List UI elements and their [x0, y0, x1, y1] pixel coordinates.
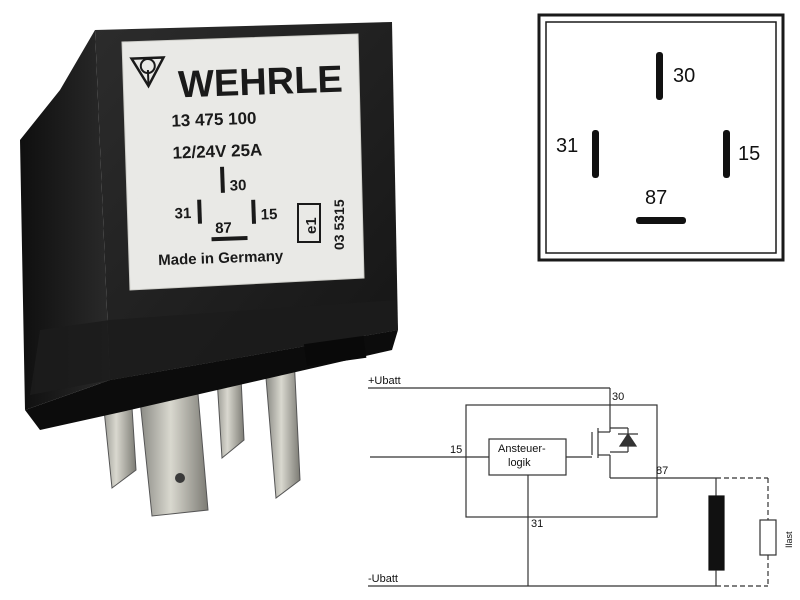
- pinout-pin-15-label: 15: [738, 143, 760, 165]
- terminal-87-label: 87: [656, 465, 668, 477]
- load-current-label: Ilast: [784, 531, 794, 548]
- pin-hole: [175, 473, 185, 483]
- pinout-pin-30-mark: [656, 52, 663, 100]
- pin-front-wide: [139, 393, 209, 517]
- side-text: ?PA6 GF?: [132, 176, 151, 237]
- label-pin-31: 31: [174, 205, 191, 223]
- mosfet-icon: [591, 427, 638, 478]
- terminal-15-label: 15: [450, 444, 462, 456]
- pinout-pin-31-label: 31: [556, 135, 578, 157]
- minus-ubatt-label: -Ubatt: [368, 573, 398, 585]
- pinout-pin-30-label: 30: [673, 65, 695, 87]
- pinout-pin-87-mark: [636, 217, 686, 224]
- pinout-pin-87-label: 87: [645, 187, 667, 209]
- schematic-labels: +Ubatt -Ubatt 30 15 87 31 Ansteuer- logi…: [368, 375, 794, 585]
- rating: 12/24V 25A: [172, 140, 262, 162]
- relay-base-ledge: [30, 300, 398, 395]
- part-number: 13 475 100: [171, 109, 257, 131]
- terminal-31-label: 31: [531, 518, 543, 530]
- relay-body-side: [20, 30, 110, 410]
- approval-e1: e1: [303, 217, 320, 234]
- relay-label-sticker: [121, 33, 365, 291]
- logic-box-line1: Ansteuer-: [498, 443, 546, 455]
- pinout-pin-15-mark: [723, 130, 730, 178]
- label-pin-15: 15: [260, 206, 277, 224]
- label-pin-87-mark: [211, 236, 248, 242]
- load-resistor-icon: [708, 495, 725, 571]
- ammeter-icon: [759, 519, 777, 556]
- brand-name: WEHRLE: [177, 59, 343, 107]
- label-pin-31-mark: [197, 199, 202, 224]
- label-pin-30: 30: [229, 177, 246, 195]
- terminal-30-label: 30: [612, 391, 624, 403]
- label-pin-15-mark: [251, 199, 257, 224]
- approval-mark: e1 03 5315: [297, 199, 347, 250]
- pinout-diagram: 30 31 15 87: [537, 13, 785, 262]
- relay-base-slot: [303, 335, 367, 367]
- label-pin-30-mark: [220, 166, 225, 193]
- approval-number: 03 5315: [331, 199, 347, 250]
- logic-box-line2: logik: [508, 457, 531, 469]
- made-in: Made in Germany: [158, 248, 284, 269]
- relay-photo: WEHRLE 13 475 100 12/24V 25A 30 31 87 15…: [20, 22, 398, 517]
- load-current-path: [716, 477, 769, 587]
- relay-module-box: [465, 404, 658, 518]
- pinout-pin-31-mark: [592, 130, 599, 178]
- pinout-frame-inner: [545, 21, 777, 254]
- plus-ubatt-label: +Ubatt: [368, 375, 401, 387]
- wehrle-logo-icon: [129, 56, 166, 89]
- relay-body-bottom: [25, 330, 398, 430]
- schematic: [368, 387, 777, 587]
- label-pin-87: 87: [215, 220, 232, 238]
